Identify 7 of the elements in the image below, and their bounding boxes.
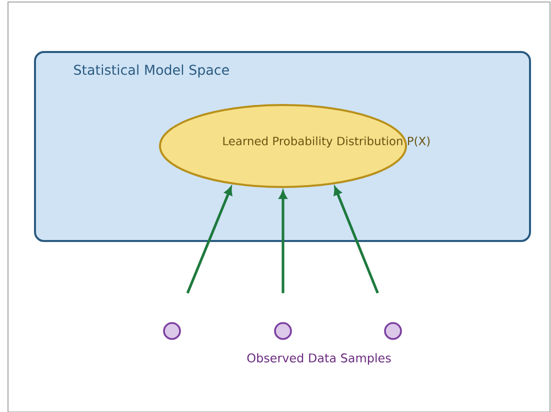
arrow <box>279 190 287 294</box>
arrow <box>334 186 379 294</box>
caption-text: Observed Data Samples <box>247 353 391 365</box>
data-point <box>274 322 292 340</box>
data-point <box>163 322 181 340</box>
arrow <box>186 186 232 294</box>
data-point <box>384 322 402 340</box>
